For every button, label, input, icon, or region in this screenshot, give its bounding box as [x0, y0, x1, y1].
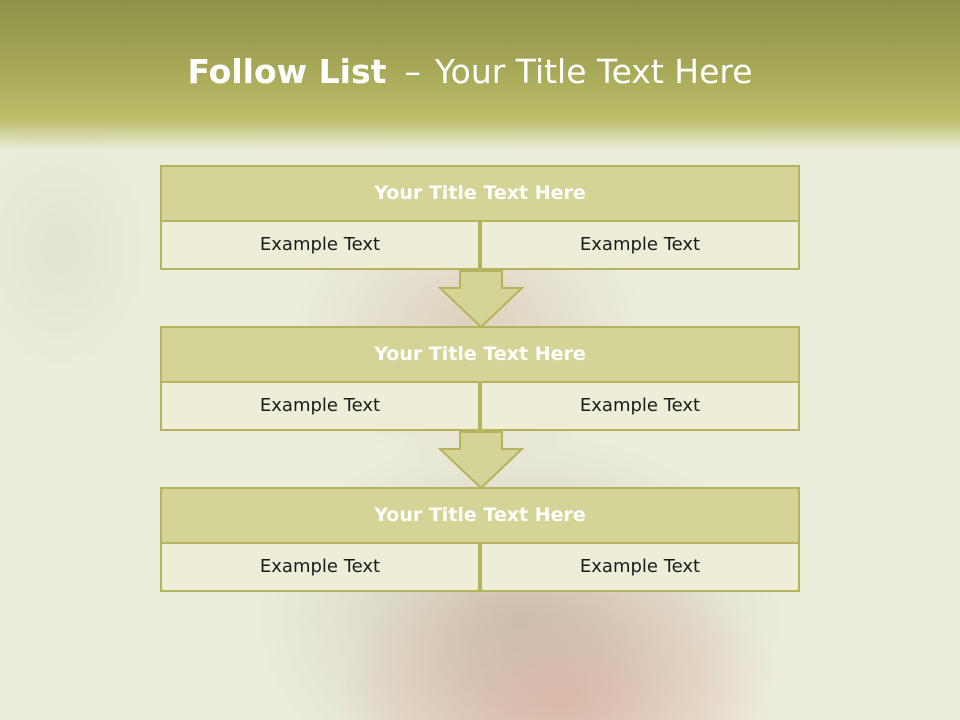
step-box-1: Your Title Text Here Example Text Exampl… [160, 165, 800, 271]
step-title: Your Title Text Here [160, 165, 800, 222]
down-arrow-icon [438, 270, 524, 328]
step-left-text: Example Text [160, 542, 480, 592]
slide-title-separator: – [404, 52, 421, 91]
step-left-text: Example Text [160, 220, 480, 270]
step-box-2: Your Title Text Here Example Text Exampl… [160, 326, 800, 432]
step-right-text: Example Text [480, 220, 800, 270]
slide-title: Follow List–Your Title Text Here [0, 52, 940, 91]
step-title: Your Title Text Here [160, 326, 800, 383]
step-right-text: Example Text [480, 381, 800, 431]
step-right-text: Example Text [480, 542, 800, 592]
title-band [0, 0, 960, 150]
step-left-text: Example Text [160, 381, 480, 431]
slide-title-rest: Your Title Text Here [434, 52, 753, 91]
step-box-3: Your Title Text Here Example Text Exampl… [160, 487, 800, 593]
step-title: Your Title Text Here [160, 487, 800, 544]
slide-title-bold: Follow List [187, 52, 387, 91]
down-arrow-icon [438, 431, 524, 489]
